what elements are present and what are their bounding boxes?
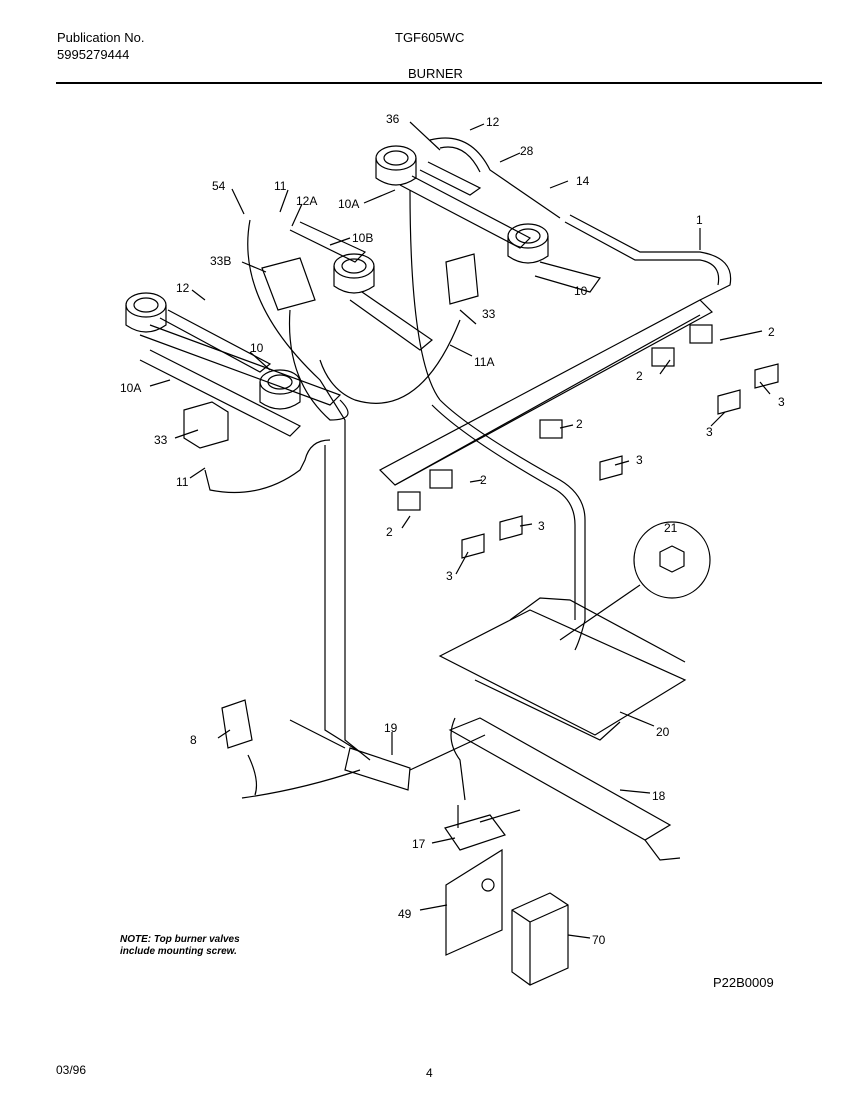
callout-10a-left: 10A	[120, 381, 141, 395]
burner-head-left-rear	[125, 292, 167, 318]
burner-head-rear-left	[375, 145, 417, 171]
oven-baffle	[438, 609, 687, 736]
callout-2-c: 2	[576, 417, 583, 431]
note-line-1: NOTE: Top burner valves	[120, 934, 240, 945]
callout-20: 20	[656, 725, 670, 739]
gas-line-oven	[439, 399, 586, 651]
figure-code: P22B0009	[713, 975, 774, 990]
burner-head-rear-right	[507, 223, 549, 249]
callout-28: 28	[520, 144, 534, 158]
callout-18: 18	[652, 789, 666, 803]
oven-burner	[448, 717, 672, 841]
callout-11: 11	[274, 179, 287, 193]
callout-3-b: 3	[706, 425, 713, 439]
valve-2	[429, 469, 453, 489]
callout-2-a: 2	[768, 325, 775, 339]
bezel-5	[461, 533, 485, 559]
header-rule	[56, 82, 822, 84]
regulator-box	[511, 892, 569, 986]
nut-callout-circle	[633, 521, 711, 599]
callout-33-left: 33	[154, 433, 168, 447]
burner-head-center	[333, 253, 375, 279]
bezel-2	[717, 389, 741, 415]
callout-12-left: 12	[176, 281, 190, 295]
valve-5	[689, 324, 713, 344]
callout-3-a: 3	[778, 395, 785, 409]
callout-70: 70	[592, 933, 606, 947]
callout-8: 8	[190, 733, 197, 747]
callout-21: 21	[664, 521, 678, 535]
model-number: TGF605WC	[395, 30, 465, 45]
callout-49: 49	[398, 907, 412, 921]
callout-3-d: 3	[538, 519, 545, 533]
part-callouts: 36 12 28 14 1 54 11 12A 10A 10B 33B 10 3…	[120, 112, 785, 947]
callout-12: 12	[486, 115, 500, 129]
page-number: 4	[426, 1066, 433, 1080]
callout-12a: 12A	[296, 194, 317, 208]
bezel-1	[754, 363, 779, 389]
callout-1: 1	[696, 213, 703, 227]
bezel-4	[499, 515, 523, 541]
valve-1	[539, 419, 563, 439]
note-text: NOTE: Top burner valves include mounting…	[120, 934, 240, 958]
mount-bracket	[445, 848, 503, 956]
callout-2-d: 2	[480, 473, 487, 487]
note-line-2: include mounting screw.	[120, 946, 237, 957]
callout-54: 54	[212, 179, 226, 193]
bracket-33-right	[445, 253, 479, 305]
callout-10b: 10B	[352, 231, 373, 245]
callout-19: 19	[384, 721, 398, 735]
gas-line-1	[569, 214, 732, 301]
callout-2-e: 2	[386, 525, 393, 539]
callout-3-e: 3	[446, 569, 453, 583]
footer-date: 03/96	[56, 1063, 87, 1077]
callout-10a-top: 10A	[338, 197, 359, 211]
valve-3	[397, 491, 421, 511]
bezel-3	[599, 455, 623, 481]
bracket-33-left	[183, 401, 229, 449]
manifold-pipe	[379, 299, 713, 486]
publication-label: Publication No.	[57, 30, 145, 45]
callout-36: 36	[386, 112, 400, 126]
callout-17: 17	[412, 837, 426, 851]
callout-33-right: 33	[482, 307, 496, 321]
callout-10-left: 10	[250, 341, 264, 355]
callout-10-right: 10	[574, 284, 588, 298]
igniter	[344, 747, 411, 791]
section-title: BURNER	[408, 66, 463, 81]
part-8	[221, 699, 253, 749]
bracket-33b	[261, 257, 316, 311]
callout-11-low: 11	[176, 475, 189, 489]
callout-14: 14	[576, 174, 590, 188]
valve-4	[651, 347, 675, 367]
callout-33b: 33B	[210, 254, 231, 268]
callout-3-c: 3	[636, 453, 643, 467]
callout-11a: 11A	[474, 355, 494, 369]
publication-number: 5995279444	[57, 47, 130, 62]
callout-2-b: 2	[636, 369, 643, 383]
safety-valve	[444, 814, 506, 851]
